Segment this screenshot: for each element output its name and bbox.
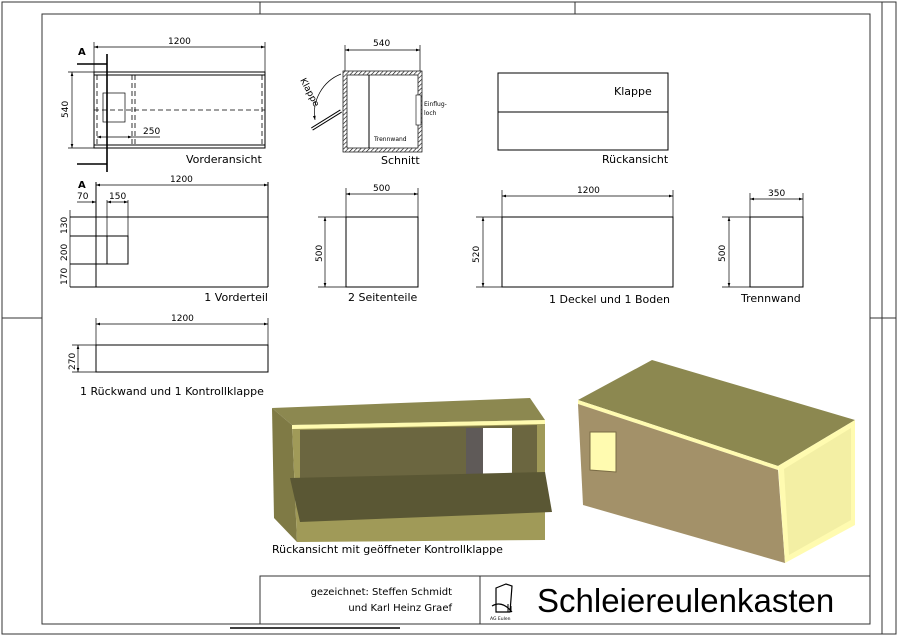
back-view: Klappe Rückansicht [497,72,669,166]
render-open-back: Rückansicht mit geöffneter Kontrollklapp… [272,398,552,556]
drawn-by-line-2: und Karl Heinz Graef [348,603,452,614]
dim-width: 540 [373,39,390,49]
dim-width: 1200 [171,314,194,324]
entrance-hole [483,428,512,476]
render-closed-box [578,360,855,563]
part-label: Trennwand [740,292,801,305]
dim-offset: 250 [143,127,160,137]
part-back-panel: 1200 270 1 Rückwand und 1 Kontrollklappe [68,314,269,398]
dim-h3: 170 [60,268,70,285]
view-label: Vorderansicht [186,153,263,166]
part-label: 1 Vorderteil [204,291,268,304]
part-label: 2 Seitenteile [348,291,418,304]
entrance-label-2: loch [424,110,437,117]
front-view: A 1200 540 250 Vorderansicht [61,37,266,172]
dim-height: 270 [68,353,78,370]
part-label: 1 Rückwand und 1 Kontrollklappe [80,385,264,398]
view-label: Schnitt [381,154,420,167]
dim-width: 1200 [168,37,191,47]
entrance-hole [589,431,617,473]
part-divider: 500 350 Trennwand [718,189,804,305]
dim-h2: 200 [60,244,70,261]
part-side-panels: 500 500 2 Seitenteile [315,184,419,304]
section-mark: A [78,180,86,191]
dim-offset-x: 70 [77,192,89,202]
dim-h1: 130 [60,217,70,234]
view-label: Rückansicht [602,153,669,166]
divider-label: Trennwand [373,136,407,143]
part-front-panel: 1200 A 70 150 130 200 170 1 Vorderteil [60,175,269,304]
open-flap [290,472,552,522]
dim-hole-width: 150 [109,192,126,202]
entrance-label: Einflug- [424,101,447,108]
part-label: 1 Deckel und 1 Boden [549,293,670,306]
dim-height: 540 [61,101,71,118]
logo-text: AG Eulen [490,616,511,622]
drawn-by-line-1: gezeichnet: Steffen Schmidt [311,587,453,598]
dim-width: 1200 [577,186,600,196]
title-block: gezeichnet: Steffen Schmidt und Karl Hei… [259,575,871,625]
section-mark: A [78,47,86,58]
dim-height: 500 [315,245,325,262]
part-lid-bottom: 520 1200 1 Deckel und 1 Boden [472,186,674,306]
dim-width: 500 [373,184,390,194]
entrance-hole [102,92,126,123]
flap-label: Klappe [297,77,321,109]
section-view: Klappe Trennwand Einflug- loch 540 Schni… [297,39,446,167]
dim-width: 1200 [170,175,193,185]
dim-height: 500 [718,245,728,262]
render-caption: Rückansicht mit geöffneter Kontrollklapp… [272,543,503,556]
owl-logo-icon [491,583,513,613]
drawing-title: Schleiereulenkasten [537,582,834,619]
flap-label: Klappe [614,85,652,98]
dim-height: 520 [472,246,482,263]
dim-width: 350 [768,189,785,199]
